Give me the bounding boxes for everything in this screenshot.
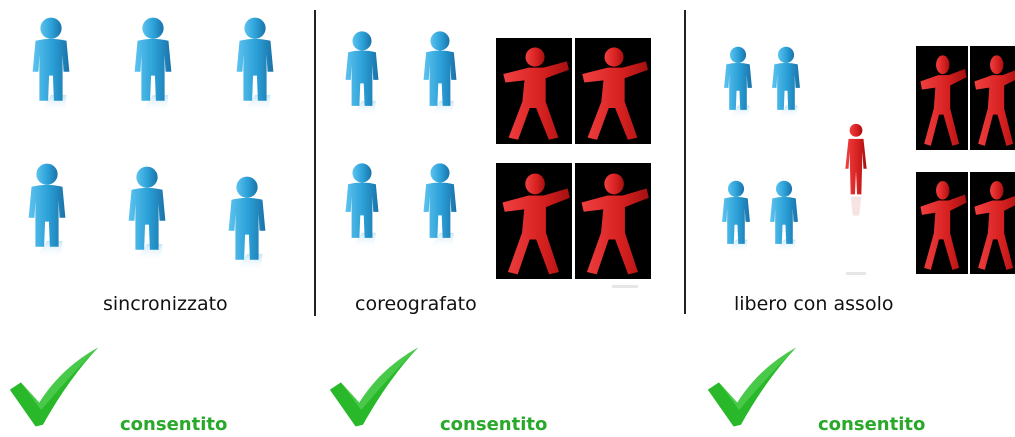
floor-line [612, 285, 638, 288]
green-checkmark-icon [8, 344, 100, 430]
blue-person-icon [414, 28, 466, 118]
blue-person-icon [124, 14, 182, 114]
blue-person-icon [118, 163, 176, 263]
status-label-sincronizzato: consentito [120, 414, 228, 435]
red-star-figure-icon [916, 172, 968, 274]
status-label-libero-con-assolo: consentito [818, 414, 926, 435]
red-figure-panel [496, 163, 572, 279]
blue-person-icon [226, 14, 284, 114]
column-divider-1 [314, 10, 316, 316]
red-star-figure-icon [970, 172, 1015, 274]
red-star-figure-icon [575, 38, 651, 144]
blue-person-icon [714, 172, 758, 260]
red-star-figure-icon [970, 46, 1015, 150]
green-checkmark-icon [328, 344, 420, 430]
red-figure-panel [916, 46, 968, 150]
red-star-figure-icon [575, 163, 651, 279]
red-figure-panel [916, 172, 968, 274]
column-divider-2 [684, 10, 686, 314]
blue-person-icon [336, 28, 388, 118]
blue-person-icon [762, 172, 806, 260]
blue-person-icon [764, 38, 808, 126]
red-figure-panel [970, 46, 1015, 150]
blue-person-icon [218, 173, 276, 273]
caption-sincronizzato: sincronizzato [103, 293, 228, 315]
blue-person-icon [336, 160, 388, 250]
floor-line [846, 272, 866, 275]
red-star-figure-icon [916, 46, 968, 150]
green-checkmark-icon [706, 344, 798, 430]
status-label-coreografato: consentito [440, 414, 548, 435]
red-figure-panel [496, 38, 572, 144]
red-figure-panel [970, 172, 1015, 274]
blue-person-icon [414, 160, 466, 250]
blue-person-icon [716, 38, 760, 126]
soloist-red-person-icon [840, 118, 872, 228]
caption-coreografato: coreografato [355, 293, 477, 315]
red-star-figure-icon [496, 38, 572, 144]
blue-person-icon [22, 14, 80, 114]
red-figure-panel [575, 38, 651, 144]
red-star-figure-icon [496, 163, 572, 279]
caption-libero-con-assolo: libero con assolo [734, 293, 894, 315]
blue-person-icon [18, 160, 76, 260]
red-figure-panel [575, 163, 651, 279]
